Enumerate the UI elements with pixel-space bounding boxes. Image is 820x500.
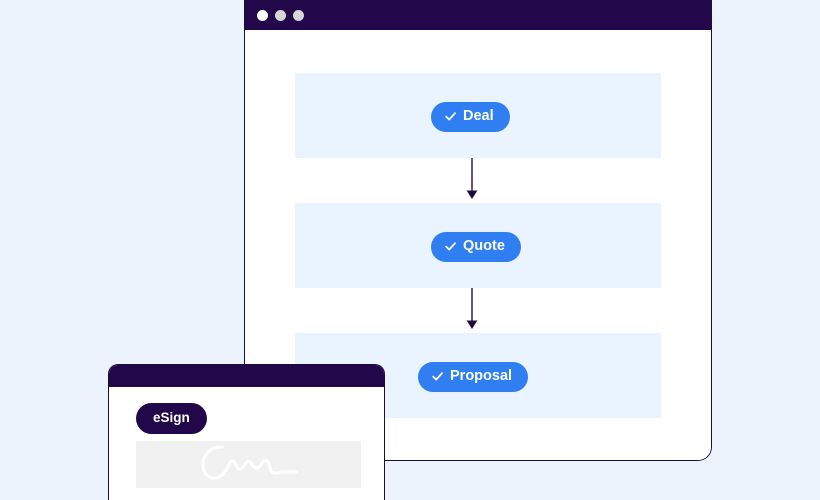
- arrow-down-icon: [464, 288, 480, 330]
- workflow-step-deal[interactable]: Deal: [431, 102, 510, 132]
- workflow-step-label: Quote: [463, 238, 505, 254]
- esign-titlebar: [109, 365, 384, 387]
- esign-badge[interactable]: eSign: [136, 403, 207, 434]
- window-dot-close[interactable]: [257, 9, 268, 21]
- esign-window: eSign: [108, 364, 385, 500]
- workflow-step-label: Proposal: [450, 368, 513, 384]
- check-icon: [444, 240, 457, 253]
- signature-field[interactable]: [136, 441, 361, 488]
- signature-mark: [201, 445, 298, 480]
- workflow-step-proposal[interactable]: Proposal: [418, 362, 529, 392]
- check-icon: [444, 110, 457, 123]
- arrow-down-icon: [464, 158, 480, 200]
- esign-badge-label: eSign: [153, 410, 190, 425]
- window-dot-maximize[interactable]: [293, 9, 304, 21]
- workflow-window: Deal Quote: [244, 0, 712, 461]
- window-titlebar: [245, 0, 711, 30]
- workflow-canvas: Deal Quote: [245, 30, 711, 460]
- check-icon: [431, 370, 444, 383]
- workflow-step-label: Deal: [463, 108, 494, 124]
- window-dot-minimize[interactable]: [275, 9, 286, 21]
- workflow-step-quote[interactable]: Quote: [431, 232, 521, 262]
